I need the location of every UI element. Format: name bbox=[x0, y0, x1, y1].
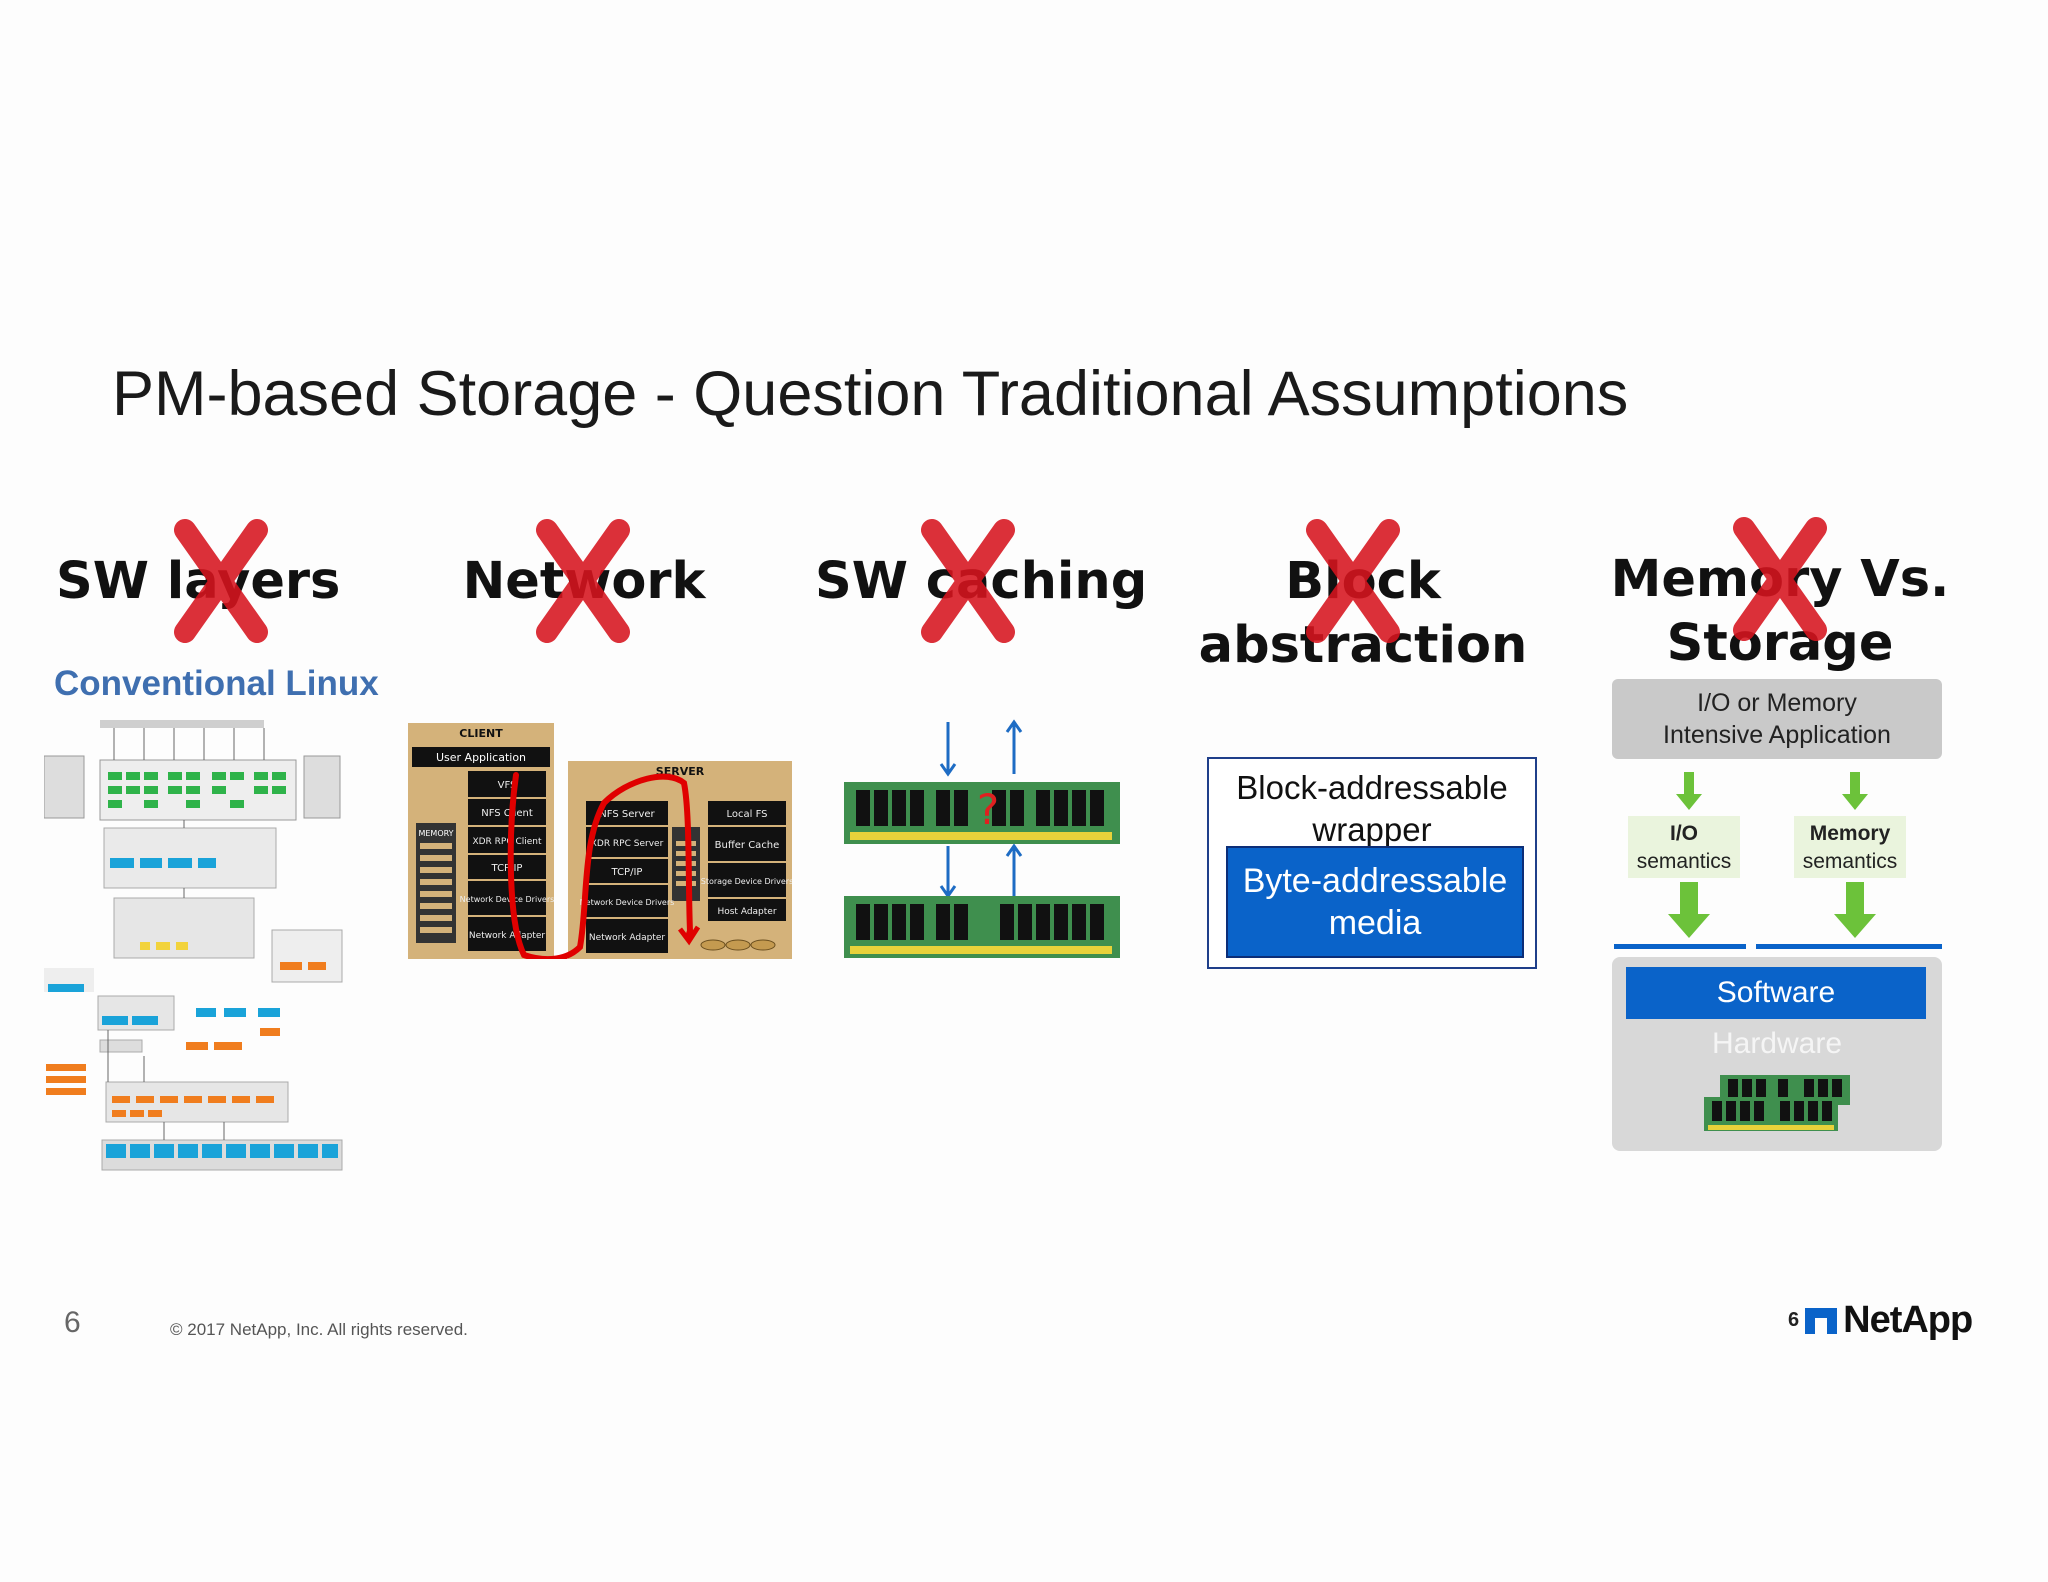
linux-storage-stack-diagram bbox=[43, 716, 350, 1176]
heading-mem-line2: Storage bbox=[1666, 614, 1894, 673]
ram-module-icon bbox=[844, 782, 1120, 844]
software-layer: Software bbox=[1626, 967, 1926, 1019]
block-wrapper-label: Block-addressable wrapper bbox=[1209, 767, 1535, 851]
linux-diagram-heading: Conventional Linux bbox=[54, 664, 379, 703]
server-stack-item: NFS Server bbox=[599, 809, 655, 820]
cross-mark-icon bbox=[1730, 514, 1830, 644]
server-stack-item: XDR RPC Server bbox=[591, 839, 664, 849]
server-side-item: Host Adapter bbox=[717, 907, 776, 917]
hardware-layer: Hardware bbox=[1711, 1027, 1843, 1060]
heading-block-line2: abstraction bbox=[1198, 616, 1528, 675]
semantics-arrows bbox=[1614, 772, 1942, 949]
client-stack-item: Network Adapter bbox=[469, 931, 545, 941]
netapp-mark-icon bbox=[1805, 1308, 1838, 1334]
ram-module-icon bbox=[844, 896, 1120, 958]
io-semantics-box: I/O semantics bbox=[1628, 816, 1740, 878]
client-stack-item: VFS bbox=[498, 780, 517, 791]
media-line2: media bbox=[1328, 904, 1422, 942]
server-side-item: Buffer Cache bbox=[715, 840, 780, 851]
page-number: 6 bbox=[64, 1306, 81, 1339]
server-side-item: Storage Device Drivers bbox=[701, 877, 792, 886]
client-stack-item: NFS Client bbox=[481, 808, 533, 819]
io-line1: I/O bbox=[1669, 822, 1698, 845]
memory-chips-icon bbox=[1704, 1075, 1850, 1131]
client-stack-item: XDR RPC Client bbox=[472, 837, 542, 847]
application-box: I/O or Memory Intensive Application bbox=[1612, 679, 1942, 759]
nfs-network-diagram: CLIENT SERVER User Application MEMORY VF… bbox=[408, 723, 793, 963]
software-hardware-box: Software Hardware bbox=[1612, 957, 1942, 1151]
mem-sem-line1: Memory bbox=[1809, 822, 1891, 845]
logo-number: 6 bbox=[1788, 1308, 1800, 1331]
cross-mark-icon bbox=[1303, 516, 1403, 646]
memory-label: MEMORY bbox=[418, 829, 453, 838]
slide-title: PM-based Storage - Question Traditional … bbox=[112, 359, 1629, 429]
server-side-item: Local FS bbox=[726, 809, 767, 820]
question-mark: ? bbox=[977, 785, 999, 834]
server-stack-item: TCP/IP bbox=[611, 867, 643, 878]
memory-semantics-box: Memory semantics bbox=[1794, 816, 1906, 878]
client-stack-item: Network Device Drivers bbox=[460, 895, 555, 904]
app-line1: I/O or Memory bbox=[1697, 689, 1857, 717]
user-application-box: User Application bbox=[436, 751, 526, 764]
copyright-notice: © 2017 NetApp, Inc. All rights reserved. bbox=[170, 1320, 468, 1339]
mem-sem-line2: semantics bbox=[1802, 850, 1898, 873]
netapp-logo: 6 NetApp bbox=[1788, 1298, 1973, 1342]
server-stack-item: Network Device Drivers bbox=[580, 898, 675, 907]
block-wrapper-line1: Block-addressable bbox=[1236, 769, 1508, 806]
io-line2: semantics bbox=[1636, 850, 1732, 873]
cross-mark-icon bbox=[533, 516, 633, 646]
logo-text: NetApp bbox=[1843, 1298, 1973, 1341]
cross-mark-icon bbox=[171, 516, 271, 646]
app-line2: Intensive Application bbox=[1663, 721, 1891, 749]
client-stack-item: TCP/IP bbox=[491, 863, 523, 874]
memory-modules-diagram: ? bbox=[840, 718, 1125, 968]
block-wrapper-box: Block-addressable wrapper Byte-addressab… bbox=[1207, 757, 1537, 969]
block-wrapper-line2: wrapper bbox=[1312, 811, 1432, 848]
media-line1: Byte-addressable bbox=[1242, 862, 1508, 900]
server-stack-item: Network Adapter bbox=[589, 933, 665, 943]
cross-mark-icon bbox=[918, 516, 1018, 646]
client-label: CLIENT bbox=[459, 727, 503, 740]
byte-addressable-media-box: Byte-addressable media bbox=[1226, 846, 1524, 958]
